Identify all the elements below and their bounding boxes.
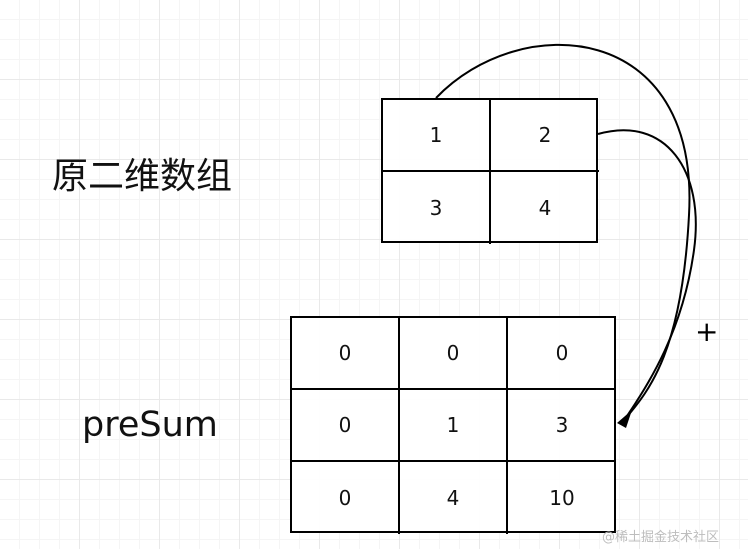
presum-cell-r3-c2: 4 — [400, 462, 508, 534]
arrowhead-icon — [617, 410, 632, 428]
original-cell-r1-c2: 2 — [491, 100, 599, 172]
original-matrix: 1 2 3 4 — [381, 98, 599, 244]
curved-arrow-from-one — [435, 43, 691, 420]
original-cell-r1-c1: 1 — [383, 100, 491, 172]
presum-cell-r1-c3: 0 — [508, 318, 616, 390]
watermark: @稀土掘金技术社区 — [602, 530, 720, 545]
presum-cell-r3-c3: 10 — [549, 486, 575, 510]
presum-label: preSum — [82, 405, 218, 445]
curved-arrow-from-two — [597, 129, 697, 420]
presum-cell-r2-c2: 1 — [400, 390, 508, 462]
original-cell-r2-c1: 3 — [383, 172, 491, 244]
presum-cell-r2-c3: 3 — [508, 390, 616, 462]
presum-matrix: 0 0 0 0 1 3 0 4 10 — [290, 316, 616, 534]
original-cell-r2-c2: 4 — [538, 196, 552, 220]
presum-cell-r1-c2: 0 — [400, 318, 508, 390]
original-array-label: 原二维数组 — [52, 156, 233, 197]
presum-cell-r1-c1: 0 — [292, 318, 400, 390]
presum-cell-r3-c1: 0 — [292, 462, 400, 534]
presum-cell-r2-c1: 0 — [292, 390, 400, 462]
plus-sign: + — [695, 315, 719, 348]
